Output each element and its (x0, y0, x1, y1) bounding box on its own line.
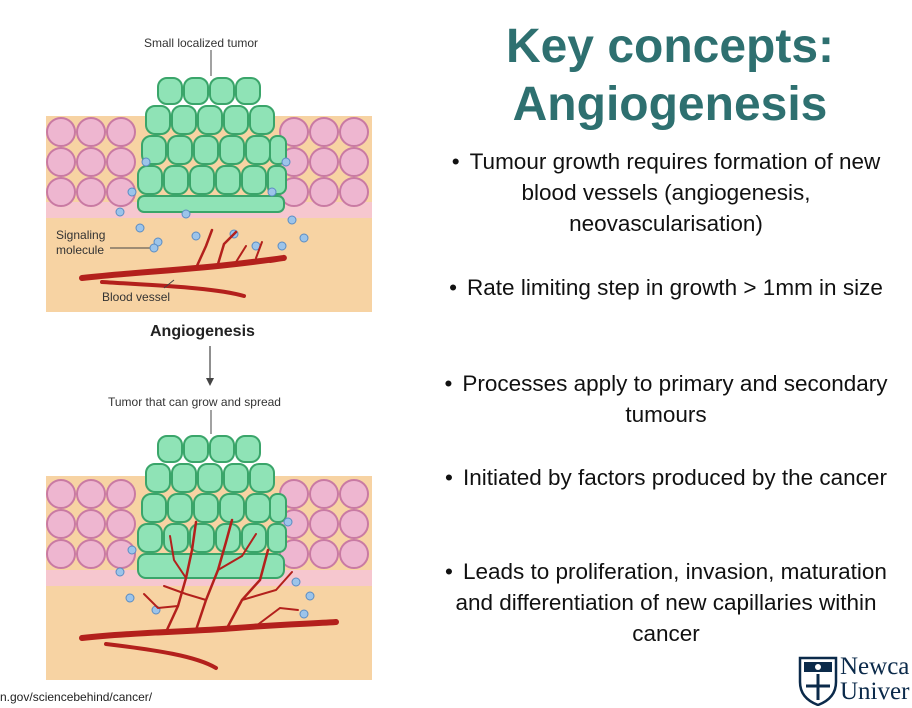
source-url: n.gov/sciencebehind/cancer/ (0, 690, 153, 704)
slide-title: Key concepts: Angiogenesis (440, 18, 900, 134)
title-line-2: Angiogenesis (512, 78, 828, 131)
tumor-label-bottom: Tumor that can grow and spread (108, 395, 281, 409)
signaling-label-line-2: molecule (56, 243, 105, 257)
bullet-item-5: •Leads to proliferation, invasion, matur… (445, 559, 887, 646)
bullet-dot-icon: • (445, 559, 453, 584)
bullet-item-1: •Tumour growth requires formation of new… (451, 149, 881, 236)
bullet-item-2: •Rate limiting step in growth > 1mm in s… (449, 275, 883, 300)
bullet-dot-icon: • (449, 275, 458, 300)
university-logo: Newca Univer (798, 654, 912, 708)
logo-line-2: Univer (840, 678, 910, 705)
pink-cells (46, 117, 369, 207)
down-arrow-icon (206, 346, 214, 386)
university-logo-text: Newca Univer (840, 654, 909, 704)
university-crest-icon (798, 656, 838, 706)
bullet-item-3: •Processes apply to primary and secondar… (444, 371, 888, 427)
bullet-dot-icon: • (444, 371, 453, 396)
tumor-label-top: Small localized tumor (144, 36, 259, 50)
logo-line-1: Newca (840, 654, 910, 680)
illustration-spreading-tumor (46, 410, 372, 680)
bullet-dot-icon: • (445, 465, 453, 490)
angiogenesis-label: Angiogenesis (150, 323, 255, 340)
tumor-cells (137, 77, 287, 213)
illustration-small-tumor (46, 50, 372, 312)
blood-vessel-label: Blood vessel (102, 290, 171, 304)
blood-vessel-top (79, 228, 287, 298)
bullet-item-4: •Initiated by factors produced by the ca… (445, 465, 887, 490)
title-line-1: Key concepts: (505, 20, 835, 73)
signaling-molecule-icons (115, 157, 309, 251)
bullet-dot-icon: • (451, 149, 460, 174)
signaling-label-line-1: Signaling (56, 228, 106, 242)
